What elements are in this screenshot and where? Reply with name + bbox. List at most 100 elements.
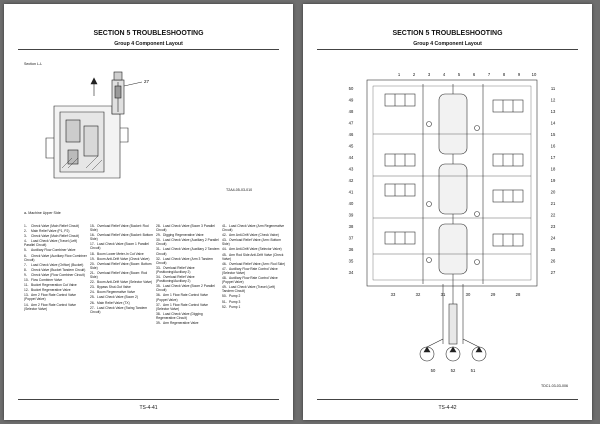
legend-item: 13-Arm 2 Flow Rate Control Valve (Poppet… — [24, 293, 88, 301]
callout-number: 10 — [532, 72, 537, 77]
callout-number: 38 — [349, 224, 354, 229]
legend-item-text: Overload Relief Valve (Bucket: Rod Side) — [90, 224, 149, 233]
callout-number: 2 — [413, 72, 416, 77]
legend-item-number: 10- — [24, 278, 29, 283]
legend-item: 27-Load Check Valve (Swing Tandem Circui… — [90, 306, 154, 314]
legend-item: 15-Overload Relief Valve (Bucket: Rod Si… — [90, 224, 154, 232]
legend-item-number: 29- — [156, 233, 161, 238]
callout-number: 43 — [349, 167, 354, 172]
legend-item: 3- Check Valve (Main Relief Circuit) — [24, 234, 88, 238]
callout-number: 34 — [349, 270, 354, 275]
legend-item-text: Check Valve (Auxiliary Flow Combiner Cir… — [24, 253, 87, 262]
legend-item: 50-Pump 2 — [222, 294, 286, 298]
legend-item-number: 15- — [90, 224, 95, 228]
legend-item-text: Arm Anti-Drift Valve (Check Valve) — [229, 233, 279, 238]
legend-item-number: 8- — [24, 267, 27, 272]
legend-item-number: 44- — [222, 247, 227, 252]
legend-item-text: Load Check Valve (Boom 3 Parallel Circui… — [156, 224, 215, 233]
callout-number: 37 — [349, 236, 354, 241]
legend-item-text: Load Check Valve (Auxiliary 2 Parallel C… — [156, 238, 219, 247]
legend-item-text: Check Valve (Main Relief Circuit) — [31, 234, 80, 239]
callout-number: 3 — [428, 72, 431, 77]
legend-item-number: 20- — [90, 261, 95, 266]
legend-item-number: 32- — [156, 256, 161, 261]
footer-rule — [317, 399, 578, 400]
legend-item-text: Arm Anti-Drift Valve (Selector Valve) — [229, 247, 282, 252]
legend-item-text: Main Relief Valve (P1, P2) — [31, 229, 70, 234]
callout-number: 8 — [503, 72, 506, 77]
legend-item-text: Boom Anti-Drift Valve (Selector Valve) — [97, 280, 153, 285]
legend-item: 28-Load Check Valve (Boom 3 Parallel Cir… — [156, 224, 220, 232]
callout-number: 9 — [518, 72, 521, 77]
callout-number: 44 — [349, 155, 354, 160]
legend-item: 14-Arm 2 Flow Rate Control Valve (Select… — [24, 303, 88, 311]
legend-item-text: Arm 2 Flow Rate Control Valve (Poppet Va… — [24, 293, 77, 302]
legend-item-number: 3- — [24, 234, 27, 239]
legend-item-number: 37- — [156, 302, 161, 307]
legend-item-text: Bucket Regenerative Valve — [31, 288, 71, 293]
figure-id: T2A4-05-03-010 — [226, 188, 253, 192]
legend-item-text: Overload Relief Valve (Boom: Bottom Side… — [90, 261, 152, 270]
legend-item: 16-Overload Relief Valve (Bucket: Bottom… — [90, 233, 154, 241]
legend-item-text: Pump 1 — [229, 304, 241, 309]
callout-number: 11 — [551, 86, 556, 91]
legend-item: 25-Load Check Valve (Boom 2) — [90, 295, 154, 299]
legend-item-text: Load Check Valve (Travel (Left) Parallel… — [24, 239, 78, 248]
legend-item-text: Overload Relief Valve (Arm: Bottom Side) — [222, 238, 281, 247]
legend-item: 48-Auxiliary Flow Rate Control Valve (Po… — [222, 276, 286, 284]
page-number: TS-4-42 — [438, 405, 457, 411]
legend-item: 29-Digging Regenerative Valve — [156, 233, 220, 237]
callout-number: 45 — [349, 144, 354, 149]
callout-number: 26 — [551, 259, 556, 264]
callout-number: 18 — [551, 167, 556, 172]
legend-item-number: 26- — [90, 300, 95, 305]
callout-number: 13 — [551, 109, 556, 114]
legend-item-number: 19- — [90, 256, 95, 261]
legend-item-text: Flow Combiner Valve — [31, 278, 63, 283]
callout-number: 49 — [349, 98, 354, 103]
legend-item-text: Load Check Valve (Auxiliary 2 Tandem Cir… — [156, 247, 220, 256]
legend-item-number: 23- — [90, 285, 95, 290]
header-rule — [317, 49, 578, 50]
view-label: a- Machine Upper Side — [24, 211, 61, 215]
header-rule — [18, 49, 279, 50]
legend-item-number: 24- — [90, 290, 95, 295]
legend-item-text: Check Valve (Main Relief Circuit) — [31, 224, 80, 228]
callout-number: 4 — [443, 72, 446, 77]
legend-item: 31-Load Check Valve (Auxiliary 2 Tandem … — [156, 247, 220, 255]
legend-item: 5-Auxiliary Flow Combiner Valve — [24, 248, 88, 252]
legend-item: 12-Bucket Regenerative Valve — [24, 288, 88, 292]
callout-number: 15 — [551, 132, 556, 137]
legend-item-number: 9- — [24, 272, 27, 277]
legend-item-text: Bucket Regeneration Cut Valve — [31, 283, 77, 288]
callout-number: 46 — [349, 132, 354, 137]
legend-item: 43-Overload Relief Valve (Arm: Bottom Si… — [222, 238, 286, 246]
legend-item: 51-Pump 3 — [222, 300, 286, 304]
legend-item-number: 30- — [156, 238, 161, 243]
legend-item-text: Digging Regenerative Valve — [163, 233, 204, 238]
legend-item-text: Arm 2 Flow Rate Control Valve (Selector … — [24, 302, 77, 311]
legend-item-number: 1- — [24, 224, 27, 228]
section-title: SECTION 5 TROUBLESHOOTING — [392, 30, 503, 37]
callout-number: 42 — [349, 178, 354, 183]
legend-item-number: 13- — [24, 293, 29, 298]
callout-number: 17 — [551, 155, 556, 160]
legend-item: 52-Pump 1 — [222, 305, 286, 309]
figure-id: TDC1-03-03-006 — [541, 384, 568, 388]
legend-item-text: Load Check Valve (Arm 3 Tandem Circuit) — [156, 256, 213, 265]
legend-item: 23-Bypass Shut-Out Valve — [90, 285, 154, 289]
legend-item-text: Arm 1 Flow Rate Control Valve (Poppet Va… — [156, 293, 209, 302]
footer-rule — [18, 399, 279, 400]
legend-item-number: 14- — [24, 302, 29, 307]
legend-item: 44-Arm Anti-Drift Valve (Selector Valve) — [222, 247, 286, 251]
callout-number: 48 — [349, 109, 354, 114]
legend-item-text: Arm Rod Side Anti-Drift Valve (Check Val… — [222, 252, 284, 261]
page-number: TS-4-41 — [139, 405, 158, 411]
callout-number: 30 — [466, 292, 471, 297]
legend-item-text: Boom Anti-Drift Valve (Check Valve) — [97, 256, 150, 261]
callout-number: 6 — [473, 72, 476, 77]
callout-number: 50 — [349, 86, 354, 91]
legend-item-number: 52- — [222, 304, 227, 309]
legend-item-text: Boom Lower Meter-In Cut Valve — [97, 251, 144, 256]
legend-item-number: 21- — [90, 270, 95, 275]
